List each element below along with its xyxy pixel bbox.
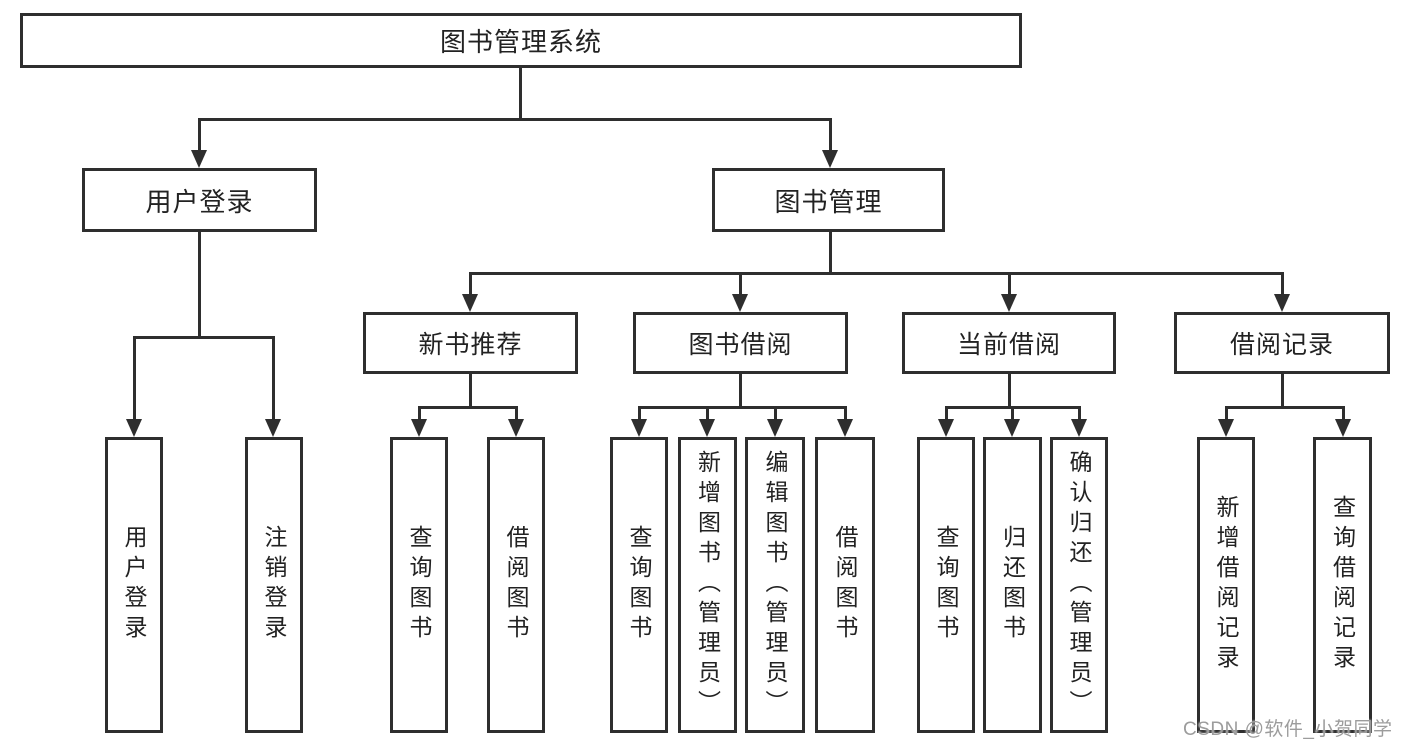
connector-line [133,336,275,339]
connector-line [829,232,832,274]
arrowhead [1004,419,1020,437]
connector-line [739,272,742,296]
leaf-borrow-books-1: 借阅图书 [487,437,545,733]
arrowhead [699,419,715,437]
connector-line [418,406,421,421]
arrowhead [1001,294,1017,312]
arrowhead [732,294,748,312]
node-borrow-record: 借阅记录 [1174,312,1390,374]
node-new-book-recommend: 新书推荐 [363,312,578,374]
arrowhead [191,150,207,168]
arrowhead [126,419,142,437]
connector-line [1008,374,1011,407]
connector-line [469,272,1283,275]
connector-line [1225,406,1228,421]
leaf-query-borrow-record: 查询借阅记录 [1313,437,1372,733]
arrowhead [1071,419,1087,437]
node-book-borrow: 图书借阅 [633,312,848,374]
connector-line [844,406,847,421]
leaf-add-book-admin: 新增图书（管理员） [678,437,737,733]
arrowhead [508,419,524,437]
node-book-management: 图书管理 [712,168,945,232]
connector-line [198,118,832,121]
connector-line [469,272,472,296]
connector-line [519,68,522,121]
leaf-borrow-books-2: 借阅图书 [815,437,875,733]
connector-line [133,336,136,421]
connector-line [1078,406,1081,421]
connector-line [198,118,201,153]
connector-line [272,336,275,421]
connector-line [469,374,472,407]
connector-line [638,406,641,421]
connector-line [1225,406,1345,409]
leaf-query-books-3: 查询图书 [917,437,975,733]
arrowhead [837,419,853,437]
connector-line [739,374,742,407]
arrowhead [462,294,478,312]
arrowhead [1218,419,1234,437]
connector-line [1008,272,1011,296]
node-user-login: 用户登录 [82,168,317,232]
arrowhead [1274,294,1290,312]
arrowhead [938,419,954,437]
connector-line [774,406,777,421]
connector-line [515,406,518,421]
node-current-borrow: 当前借阅 [902,312,1116,374]
connector-line [1011,406,1014,421]
arrowhead [411,419,427,437]
connector-line [706,406,709,421]
leaf-query-books-2: 查询图书 [610,437,668,733]
connector-line [1281,272,1284,296]
arrowhead [265,419,281,437]
csdn-watermark: CSDN @软件_小贺同学 [1183,719,1393,740]
leaf-logout: 注销登录 [245,437,303,733]
connector-line [1281,374,1284,407]
connector-line [198,232,201,338]
leaf-edit-book-admin: 编辑图书（管理员） [745,437,805,733]
leaf-confirm-return-admin: 确认归还（管理员） [1050,437,1108,733]
leaf-add-borrow-record: 新增借阅记录 [1197,437,1255,733]
arrowhead [822,150,838,168]
leaf-query-books-1: 查询图书 [390,437,448,733]
connector-line [829,118,832,153]
connector-line [418,406,518,409]
leaf-user-login: 用户登录 [105,437,163,733]
arrowhead [767,419,783,437]
node-root: 图书管理系统 [20,13,1022,68]
connector-line [638,406,847,409]
arrowhead [1335,419,1351,437]
connector-line [945,406,948,421]
connector-line [1342,406,1345,421]
leaf-return-book: 归还图书 [983,437,1042,733]
arrowhead [631,419,647,437]
